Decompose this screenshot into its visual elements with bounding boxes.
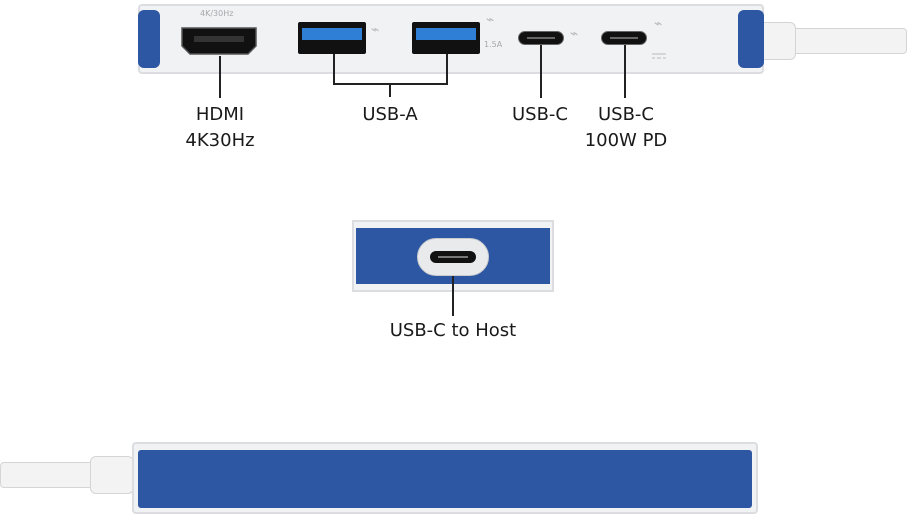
usb-a-callout-stem	[389, 83, 391, 97]
hdmi-port	[180, 26, 258, 56]
usb-c-pd-callout-line	[624, 45, 626, 98]
power-delivery-icon	[652, 44, 666, 59]
host-callout-line	[452, 276, 454, 316]
usb-c-callout-line	[540, 45, 542, 98]
usb-trident-icon: ⌁	[486, 12, 495, 28]
usb-trident-icon: ⌁	[371, 22, 380, 38]
cable-strain-relief-left	[90, 456, 134, 494]
usb-c-pd-label: USB-C 100W PD	[576, 102, 676, 154]
hdmi-callout-line	[219, 56, 221, 98]
usb-a-port-2	[412, 22, 480, 54]
usb-a-current-engraving: 1.5A	[484, 40, 503, 49]
hdmi-label: HDMI 4K30Hz	[170, 102, 270, 154]
usb-c-pd-label-line1: USB-C	[597, 104, 654, 125]
host-usb-c-port	[417, 238, 489, 276]
usb-a-port-1	[298, 22, 366, 54]
hub-side-body	[132, 442, 758, 514]
hub-left-cap	[138, 10, 160, 68]
usb-a-callout-left	[333, 54, 335, 84]
usb-c-pd-label-line2: 100W PD	[584, 130, 668, 151]
usb-a-callout-right	[446, 54, 448, 84]
usb-trident-icon: ⌁	[570, 26, 579, 42]
hdmi-label-line1: HDMI	[195, 104, 245, 125]
hdmi-label-line2: 4K30Hz	[185, 130, 255, 151]
usb-c-port	[518, 31, 564, 45]
hub-right-cap	[738, 10, 764, 68]
usb-c-label: USB-C	[511, 104, 568, 125]
hdmi-engraving: 4K/30Hz	[200, 9, 234, 18]
host-label: USB-C to Host	[389, 320, 517, 341]
usb-a-label: USB-A	[362, 104, 418, 125]
usb-c-pd-port	[601, 31, 647, 45]
usb-trident-icon: ⌁	[654, 16, 663, 32]
hub-side-blue-panel	[138, 450, 752, 508]
